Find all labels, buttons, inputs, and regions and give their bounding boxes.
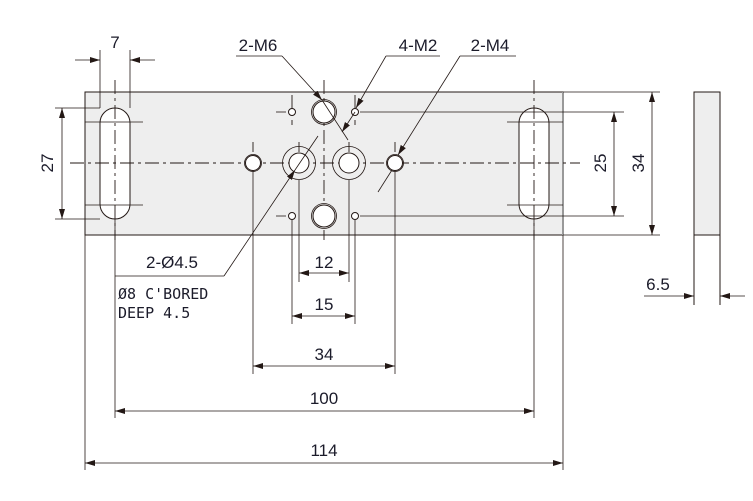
svg-text:4-M2: 4-M2	[399, 36, 438, 55]
callout-m2: 4-M2	[341, 36, 440, 133]
svg-text:Ø8 C'BORED: Ø8 C'BORED	[118, 285, 208, 303]
centerlines	[70, 80, 580, 240]
dim-m2-vertical-pitch: 25	[591, 154, 610, 173]
svg-text:DEEP 4.5: DEEP 4.5	[118, 304, 190, 322]
svg-text:2-Ø4.5: 2-Ø4.5	[146, 253, 198, 272]
extension-lines	[84, 171, 564, 470]
callout-m4: 2-M4	[377, 36, 516, 193]
svg-text:2-M4: 2-M4	[471, 36, 510, 55]
callout-cbore: 2-Ø4.5 Ø8 C'BORED DEEP 4.5	[115, 135, 319, 322]
dim-m4-pitch: 34	[315, 345, 334, 364]
m2-holes	[288, 108, 359, 220]
dim-cbore-pitch: 12	[315, 253, 334, 272]
dim-thickness: 6.5	[646, 275, 670, 294]
dim-plate-height: 34	[629, 154, 648, 173]
dim-plate-length: 114	[310, 441, 337, 460]
svg-text:2-M6: 2-M6	[239, 36, 278, 55]
dim-slot-pitch: 100	[310, 389, 338, 408]
dim-slot-width: 7	[110, 33, 119, 52]
m6-holes	[311, 99, 337, 229]
dim-slot-height: 27	[38, 154, 57, 173]
plate-side-view	[693, 91, 721, 236]
dim-m2-horizontal-pitch: 15	[315, 295, 334, 314]
cbore-holes	[282, 146, 366, 180]
callout-m6: 2-M6	[236, 36, 349, 141]
